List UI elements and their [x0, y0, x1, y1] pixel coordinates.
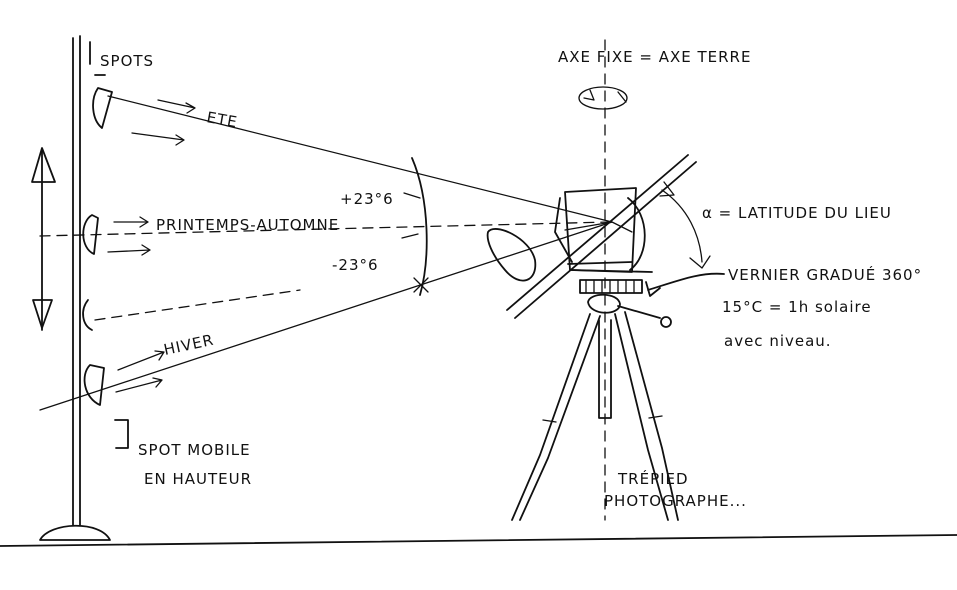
spot-mobile-bracket — [115, 420, 128, 448]
spot-lamp-mobile-winter — [83, 300, 104, 405]
rotation-symbol — [579, 87, 627, 109]
ground-line — [0, 535, 957, 546]
label-printemps-automne: PRINTEMPS-AUTOMNE — [156, 216, 339, 234]
arc-tick-top — [404, 193, 420, 198]
label-vernier: VERNIER GRADUÉ 360° — [728, 265, 922, 284]
winter-ray — [40, 222, 612, 410]
vernier-plate — [580, 280, 642, 293]
label-trepied-2: PHOTOGRAPHE... — [604, 492, 747, 510]
label-spot-mobile-1: SPOT MOBILE — [138, 441, 251, 459]
winter-ray-dashed — [95, 290, 300, 320]
spot-lamp-summer — [93, 75, 112, 128]
label-spot-mobile-2: EN HAUTEUR — [144, 470, 252, 488]
label-minus23: -23°6 — [332, 256, 379, 274]
vertical-pole — [40, 36, 110, 540]
latitude-angle-arc — [662, 190, 702, 262]
label-latitude: α = LATITUDE DU LIEU — [702, 204, 892, 222]
label-heure: 15°C = 1h solaire — [722, 298, 872, 316]
label-trepied-1: TRÉPIED — [617, 469, 689, 488]
label-niveau: avec niveau. — [724, 332, 832, 350]
height-adjust-arrow — [32, 148, 55, 330]
tripod-head — [588, 295, 671, 327]
label-spots: SPOTS — [100, 52, 154, 70]
vernier-pointer — [646, 274, 724, 296]
latitude-arrow-bottom — [690, 256, 710, 268]
label-axe-fixe: AXE FIXE = AXE TERRE — [558, 48, 751, 66]
sundial-device — [555, 188, 652, 272]
label-ete: ETE — [205, 108, 239, 131]
arc-tick-bottom — [402, 234, 418, 238]
label-plus23: +23°6 — [340, 190, 394, 208]
tripod-legs — [512, 312, 678, 520]
